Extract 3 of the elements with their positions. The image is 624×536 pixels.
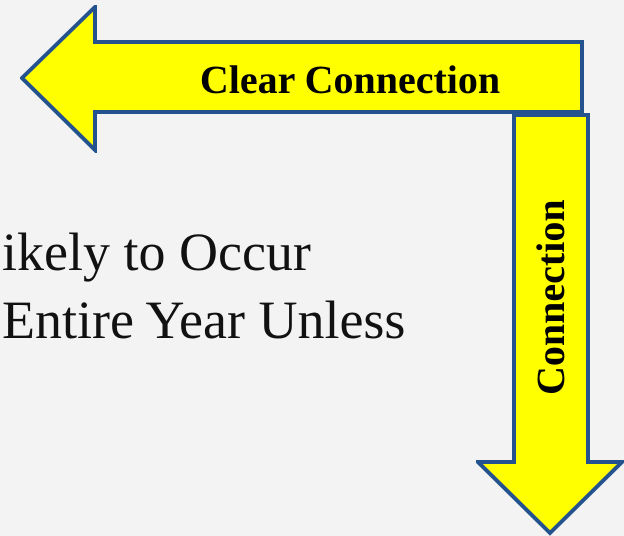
- body-text: Entire Year Unless: [2, 293, 406, 347]
- arrow-label: Clear Connection: [198, 60, 502, 100]
- arrow-label: Connection: [527, 198, 574, 397]
